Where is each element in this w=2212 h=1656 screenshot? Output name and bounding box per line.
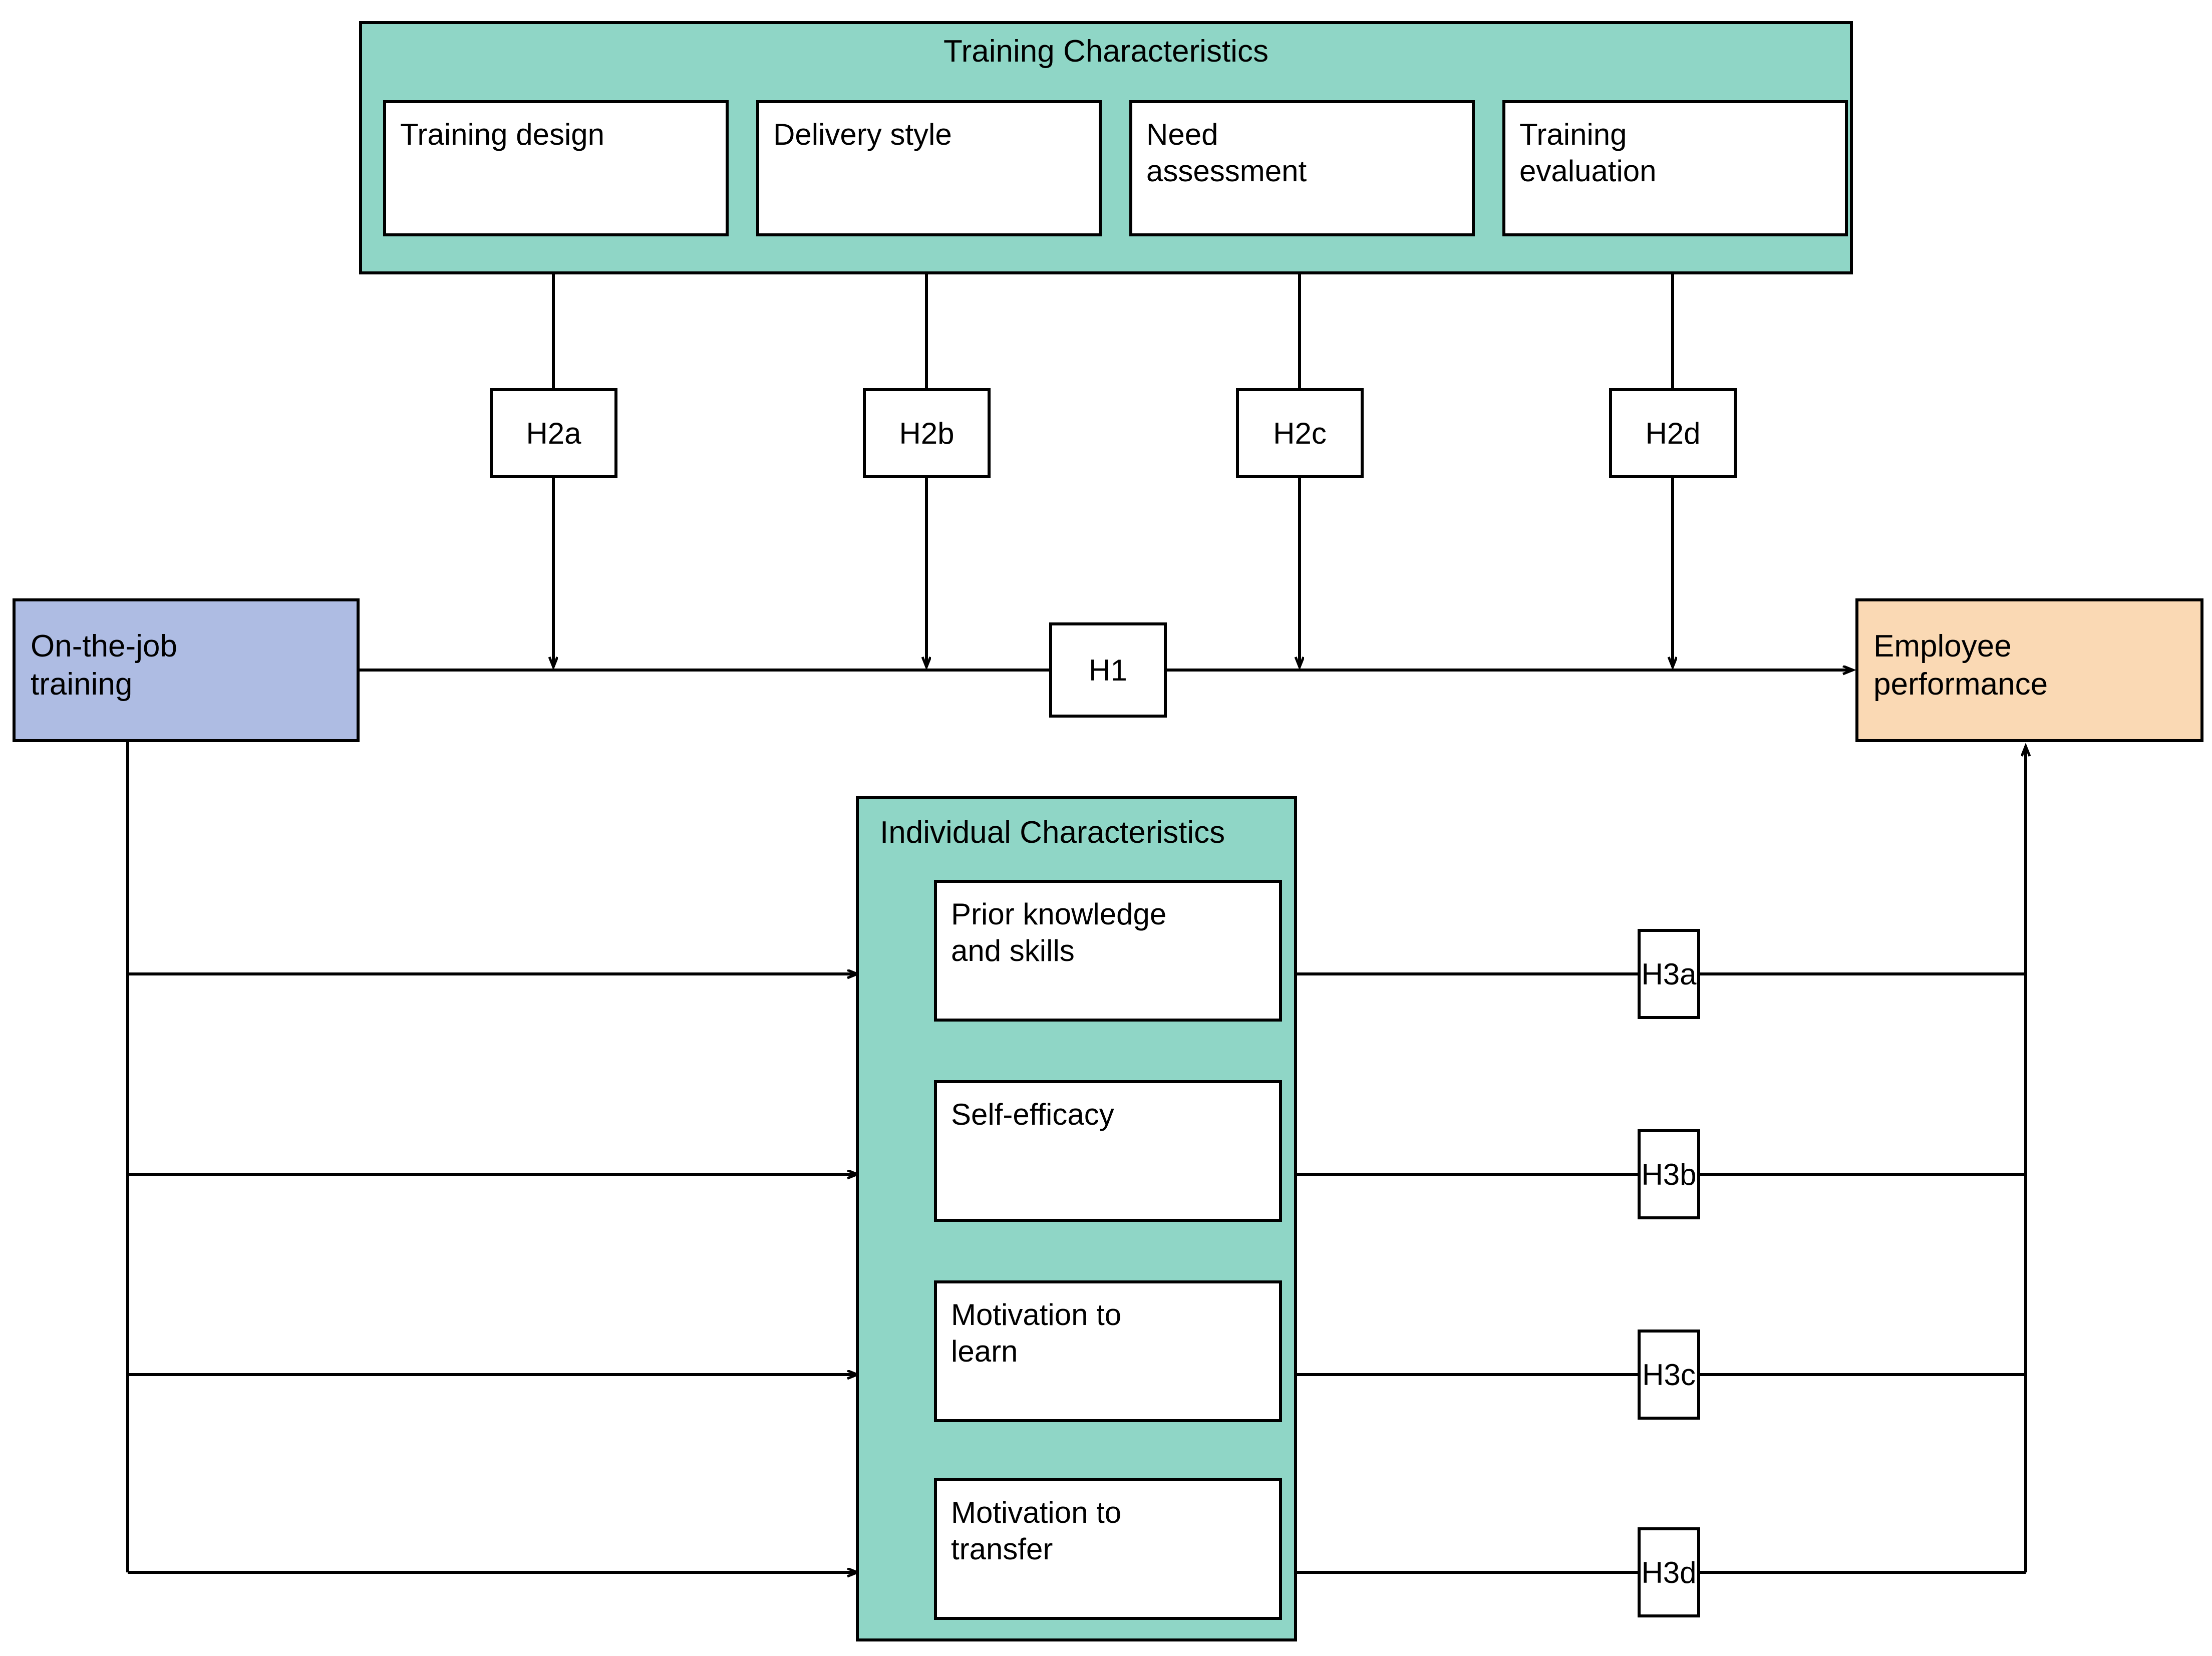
hypothesis-h3b[interactable]: H3b: [1638, 1129, 1700, 1219]
hypothesis-h3c[interactable]: H3c: [1638, 1330, 1700, 1420]
hypothesis-h3d[interactable]: H3d: [1638, 1527, 1700, 1617]
hypothesis-h2a[interactable]: H2a: [490, 388, 617, 478]
node-label: Training design: [400, 118, 605, 151]
training-characteristic-training-design[interactable]: Training design: [383, 100, 729, 236]
individual-characteristic-self-efficacy[interactable]: Self-efficacy: [934, 1080, 1282, 1222]
individual-characteristics-title: Individual Characteristics: [880, 815, 1225, 850]
training-characteristic-delivery-style[interactable]: Delivery style: [756, 100, 1102, 236]
node-label: Delivery style: [773, 118, 952, 151]
node-label: Self-efficacy: [951, 1098, 1114, 1131]
hypothesis-h1[interactable]: H1: [1049, 622, 1167, 718]
hypothesis-h2d[interactable]: H2d: [1609, 388, 1737, 478]
training-characteristics-title: Training Characteristics: [943, 34, 1269, 69]
hypothesis-h3a[interactable]: H3a: [1638, 929, 1700, 1019]
hypothesis-h2c[interactable]: H2c: [1236, 388, 1364, 478]
hypothesis-h2b[interactable]: H2b: [863, 388, 991, 478]
